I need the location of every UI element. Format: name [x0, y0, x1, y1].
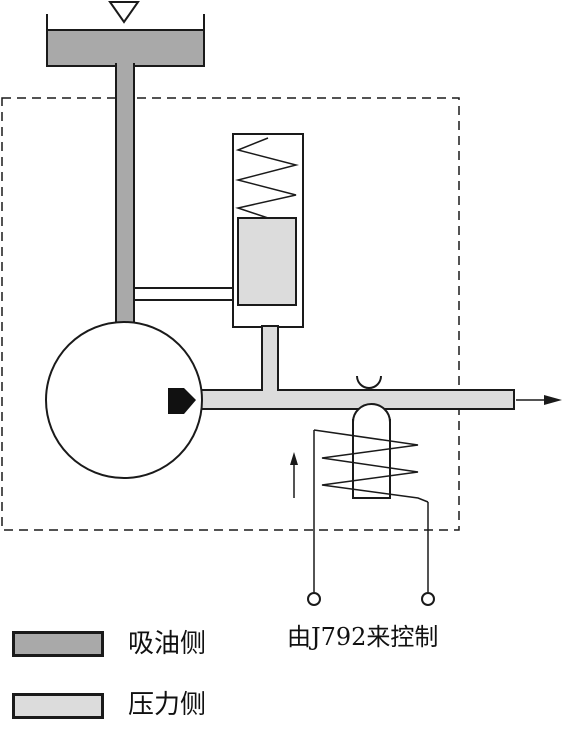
legend-swatch-suction — [12, 631, 104, 657]
legend-label-suction: 吸油侧 — [128, 629, 207, 659]
unit-boundary-dashed — [1, 97, 460, 531]
outlet-arrow-icon — [544, 395, 562, 405]
legend-swatch-pressure — [12, 693, 104, 719]
suction-pipe — [115, 63, 135, 327]
solenoid-plunger — [352, 419, 391, 499]
control-source-label: 由J792来控制 — [287, 623, 439, 651]
valve-pressure-connector — [261, 325, 279, 393]
pressure-line-joint — [263, 386, 277, 394]
pump-direction-arrow-icon — [168, 388, 196, 414]
control-terminal-left — [307, 592, 321, 606]
legend-label-pressure: 压力侧 — [128, 690, 207, 720]
fluid-level-triangle-icon — [108, 1, 140, 24]
pump-housing — [45, 321, 203, 479]
control-terminal-right — [421, 592, 435, 606]
solenoid-plunger-tip — [352, 403, 391, 423]
solenoid-coil — [313, 429, 429, 503]
pressure-line — [195, 389, 515, 410]
valve-seat-arc — [356, 375, 382, 389]
actuation-arrow-icon — [290, 452, 298, 465]
relief-valve-spring — [235, 137, 299, 219]
relief-valve-piston — [237, 217, 297, 306]
suction-branch-pipe — [133, 287, 236, 301]
tank-pipe-joint — [117, 60, 133, 68]
